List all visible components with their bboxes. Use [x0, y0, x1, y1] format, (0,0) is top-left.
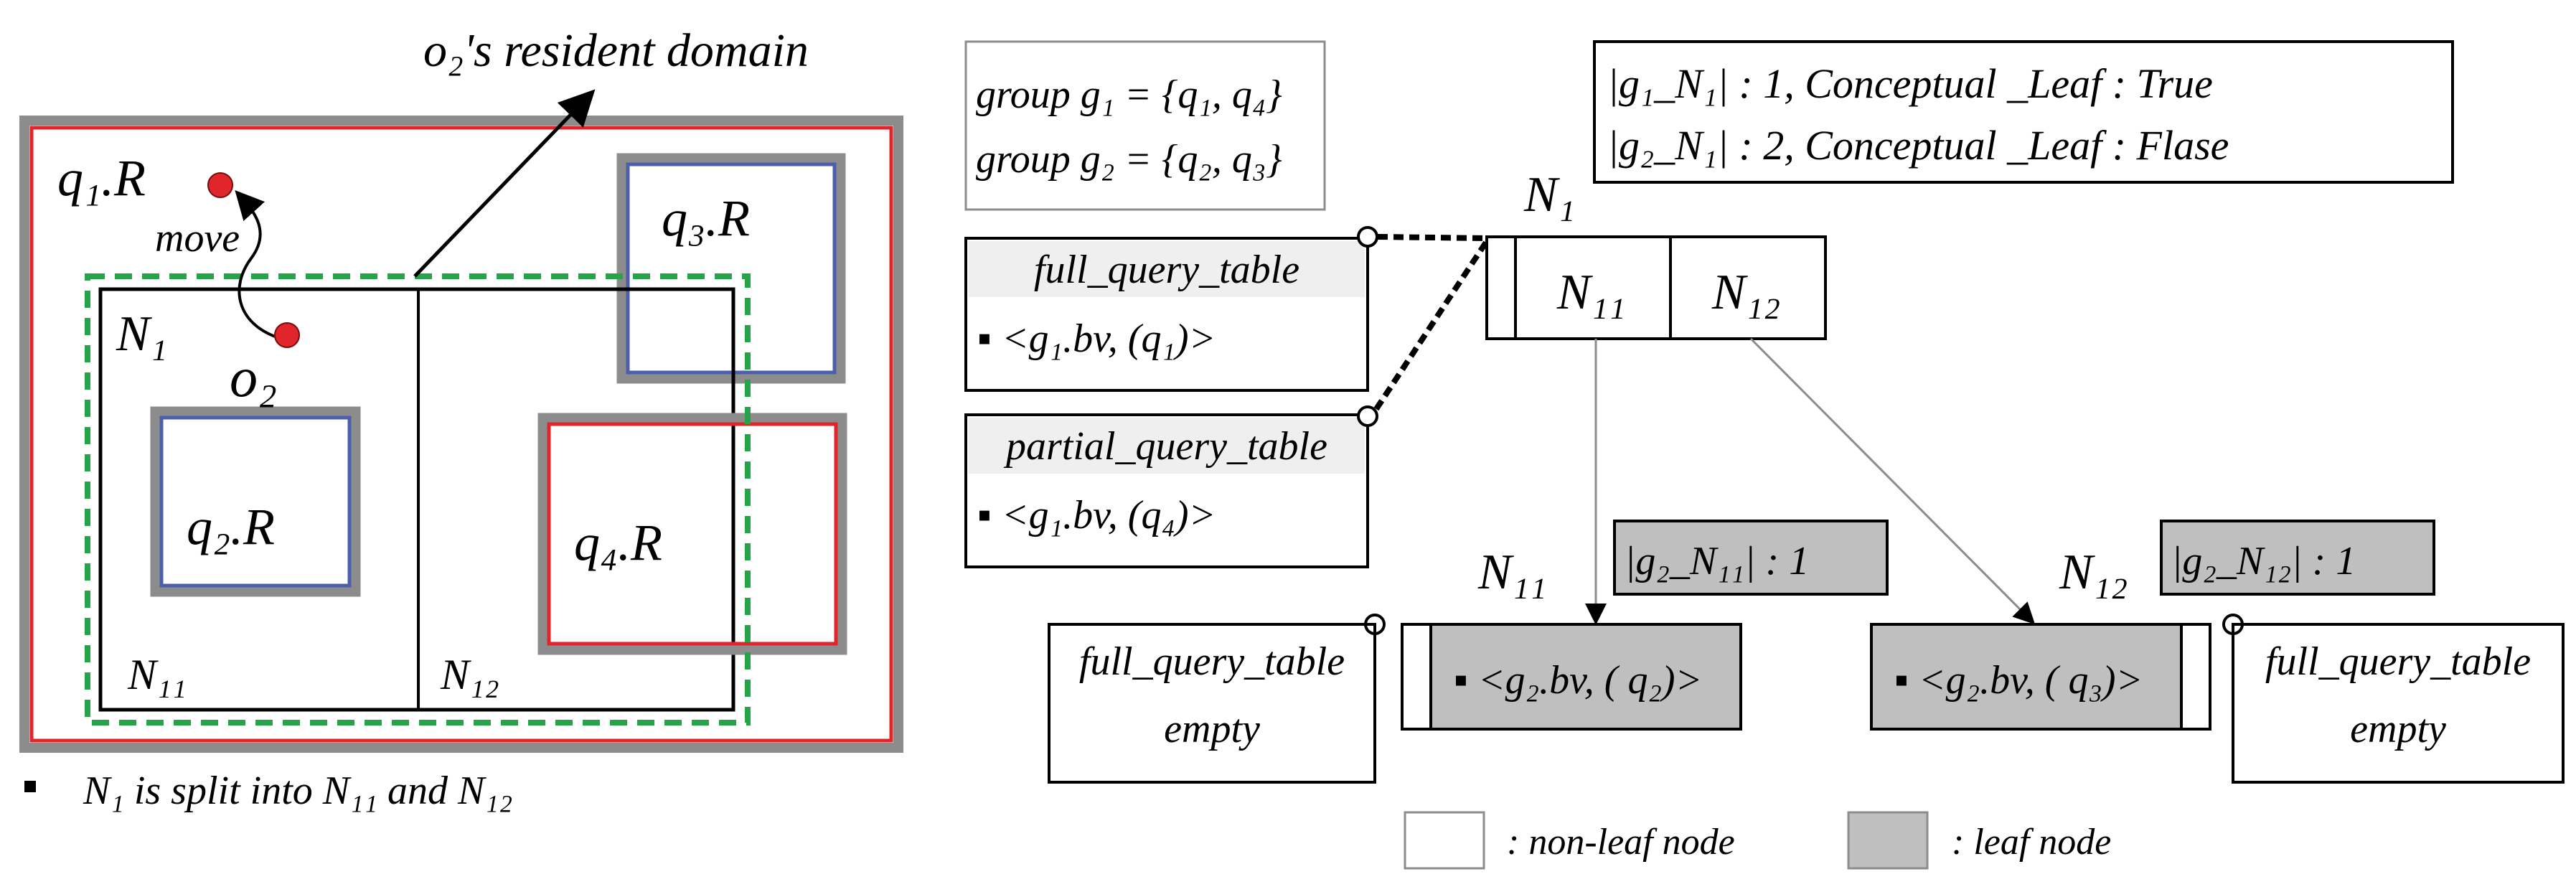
root-node — [1485, 235, 1827, 340]
group-g1-text: group g₁ = {q₁, q₄} — [976, 72, 1282, 117]
o2-label: o₂ — [230, 346, 277, 408]
q4-label: q₄.R — [574, 514, 662, 571]
resident-domain-arrow — [413, 89, 596, 278]
n11-full-query-table — [1048, 623, 1376, 784]
full-query-table-entry: ▪ <g₁.bv, (q₁)> — [977, 316, 1216, 361]
move-arrow — [235, 190, 278, 339]
n12-full-query-table — [2232, 623, 2565, 784]
q3-region — [616, 153, 846, 384]
q3-region-inner — [626, 162, 837, 375]
n11-badge-text: |g₂_N₁₁| : 1 — [1625, 539, 1809, 583]
q2-region — [150, 406, 361, 597]
root-entry-n12: N₁₂ — [1711, 265, 1780, 320]
q2-label: q₂.R — [187, 498, 275, 555]
n12-table-title: full_query_table — [2265, 639, 2531, 684]
root-node-label: N₁ — [1523, 167, 1575, 222]
legend-leaf-text: : leaf node — [1952, 822, 2111, 863]
n1-label: N₁ — [116, 306, 167, 362]
q1-label: q₁.R — [57, 149, 146, 207]
o2-point — [274, 322, 300, 348]
edge-to-n12 — [1749, 337, 2036, 625]
n11-label: N₁₁ — [127, 651, 187, 698]
groups-box — [964, 40, 1326, 211]
group-g2-text: group g₂ = {q₂, q₃} — [976, 137, 1282, 182]
resident-domain-dashed — [85, 273, 751, 726]
full-query-table-title: full_query_table — [1034, 248, 1299, 292]
o2-new-position-point — [207, 172, 233, 198]
split-note-bullet — [24, 781, 36, 792]
q1-region — [19, 116, 903, 753]
n11-node-label: N₁₁ — [1477, 545, 1546, 600]
n12-badge-text: |g₂_N₁₂| : 1 — [2171, 539, 2356, 583]
q4-region-inner — [547, 422, 838, 646]
move-label: move — [155, 216, 240, 260]
full-table-connector — [1377, 234, 1487, 241]
info-line-1: |g₁_N₁| : 1, Conceptual _Leaf : True — [1607, 60, 2213, 107]
info-box — [1593, 40, 2454, 184]
resident-domain-label: o₂'s resident domain — [423, 24, 809, 77]
n11-entry: ▪ <g₂.bv, ( q₂)> — [1454, 658, 1702, 703]
info-line-2: |g₂_N₁| : 2, Conceptual _Leaf : Flase — [1607, 122, 2229, 169]
partial-query-table-entry: ▪ <g₁.bv, (q₄)> — [977, 493, 1216, 537]
n12-table-body: empty — [2350, 707, 2446, 751]
partial-table-connector — [1373, 239, 1490, 411]
n12-label: N₁₂ — [440, 651, 499, 698]
q1-region-inner — [29, 126, 893, 743]
split-note: N₁ is split into N₁₁ and N₁₂ — [83, 769, 512, 813]
n11-table-title: full_query_table — [1079, 639, 1345, 684]
legend-leaf-swatch — [1847, 811, 1929, 870]
root-entry-n11: N₁₁ — [1556, 265, 1625, 320]
legend-nonleaf-text: : non-leaf node — [1507, 822, 1735, 863]
n11-table-body: empty — [1164, 707, 1260, 751]
full-query-table-box — [964, 237, 1369, 392]
partial-query-table-title: partial_query_table — [1003, 424, 1327, 469]
q2-region-inner — [159, 416, 352, 588]
n12-node-label: N₁₂ — [2059, 545, 2128, 600]
q3-label: q₃.R — [662, 189, 750, 247]
q4-region — [537, 413, 847, 655]
n11-badge — [1613, 520, 1889, 596]
legend-nonleaf-swatch — [1404, 811, 1485, 870]
n12-badge — [2160, 520, 2435, 596]
n12-entry: ▪ <g₂.bv, ( q₃)> — [1894, 658, 2143, 703]
partial-query-table-box — [964, 413, 1369, 568]
